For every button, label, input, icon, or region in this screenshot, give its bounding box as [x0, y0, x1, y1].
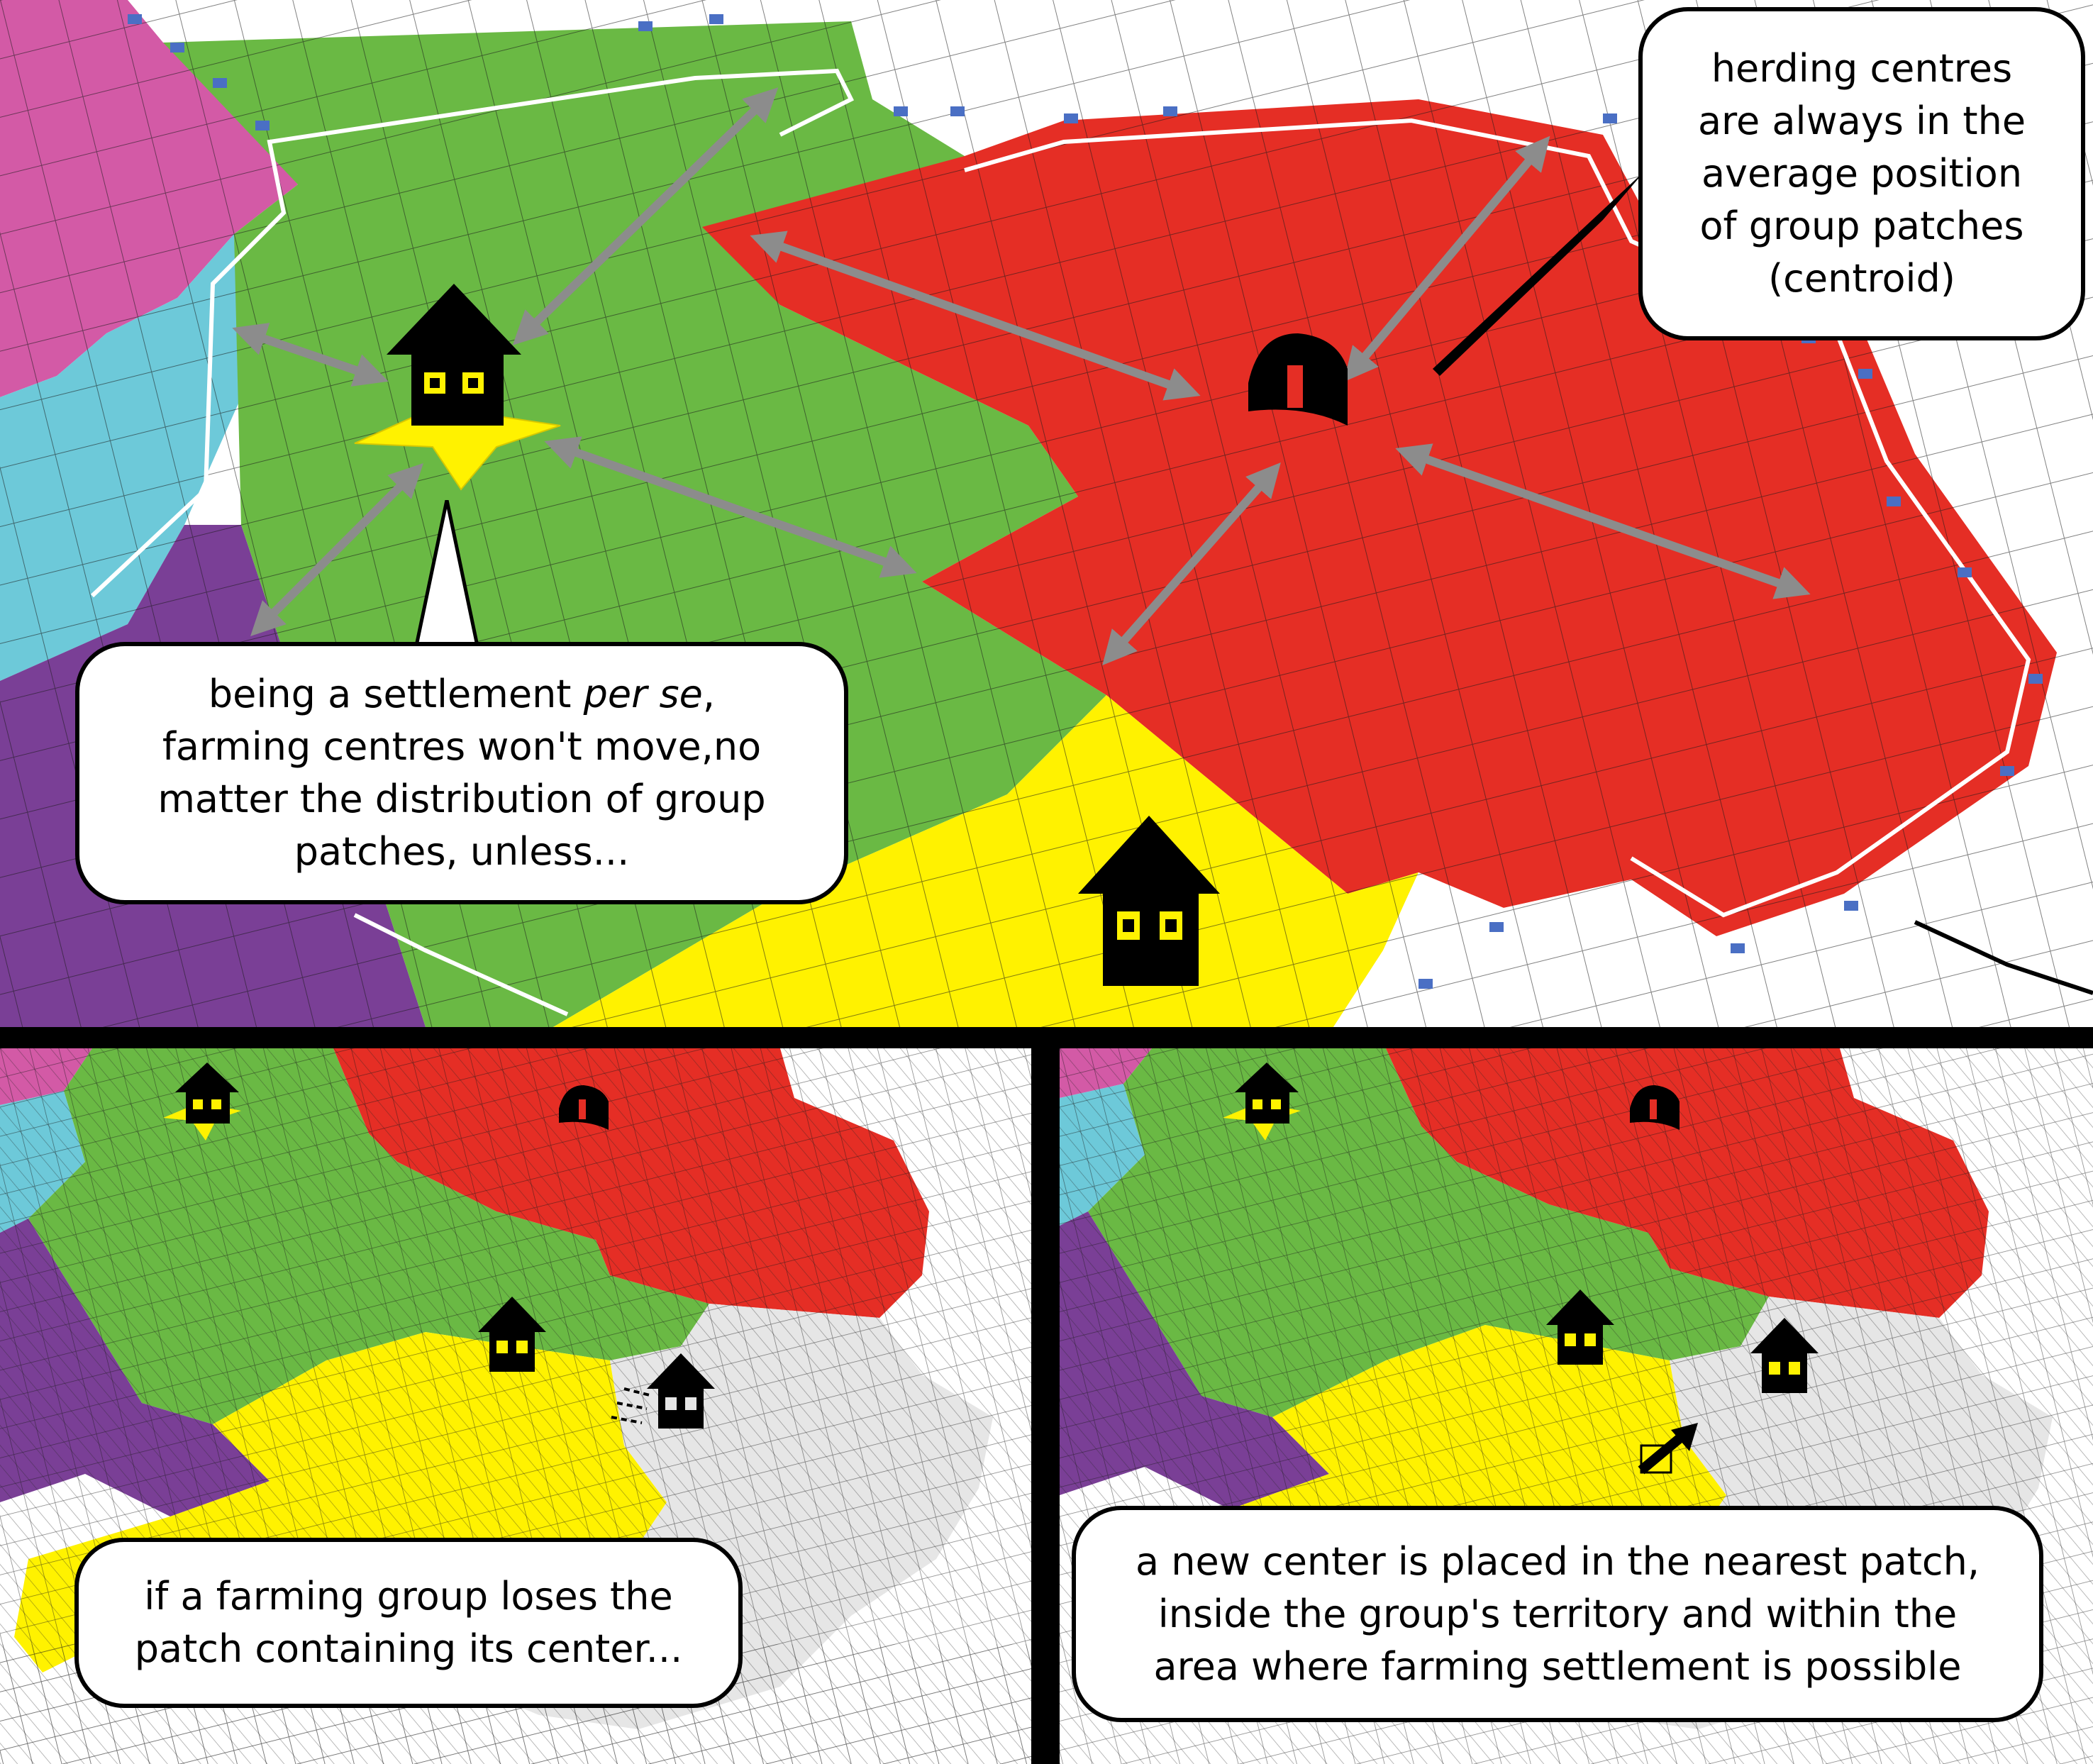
herding-callout-text: herding centres are always in the averag… [1697, 46, 2026, 301]
top-panel: herding centres are always in the averag… [0, 0, 2093, 1027]
farming-callout-text-part2: , farming centres won't move,no matter t… [157, 672, 766, 874]
herding-callout: herding centres are always in the averag… [1638, 7, 2085, 340]
house-icon [1546, 1289, 1614, 1365]
new-centre-callout-text: a new center is placed in the nearest pa… [1135, 1538, 1980, 1689]
lose-patch-callout-text: if a farming group loses the patch conta… [134, 1574, 683, 1671]
double-arrow-icon [544, 436, 917, 578]
star-icon [354, 367, 561, 491]
green-lower-boundary [353, 913, 569, 1016]
vertical-divider [1031, 1048, 1060, 1764]
farming-callout: being a settlement per se, farming centr… [75, 642, 848, 904]
double-arrow-icon [250, 463, 423, 636]
herding-callout-tail [1433, 170, 1645, 376]
double-arrow-icon [232, 323, 389, 387]
farming-callout-text-part1: being a settlement [208, 672, 584, 716]
tent-icon [1630, 1085, 1680, 1130]
up-arrow-icon [1638, 1423, 1698, 1475]
herding-distance-arrows [750, 135, 1811, 666]
double-arrow-icon [1395, 443, 1811, 599]
tent-icon [1248, 333, 1348, 426]
horizontal-divider [0, 1027, 2093, 1048]
double-arrow-icon [750, 231, 1201, 401]
farming-callout-tail [415, 500, 479, 655]
house-icon [1750, 1318, 1819, 1393]
farming-callout-italic: per se [583, 672, 703, 716]
house-icon [1078, 816, 1220, 986]
double-arrow-icon [512, 87, 779, 345]
bottom-right-panel: a new center is placed in the nearest pa… [1060, 1048, 2093, 1764]
double-arrow-icon [1102, 462, 1281, 666]
double-arrow-icon [1343, 135, 1550, 382]
house-icon [175, 1063, 239, 1124]
farming-callout-text: being a settlement per se, farming centr… [157, 668, 765, 878]
green-inner-boundary [90, 68, 855, 598]
map-edge-line [1914, 920, 2093, 995]
house-icon [647, 1353, 715, 1429]
house-icon [387, 284, 521, 426]
relocation-hint-arrows [611, 1387, 653, 1424]
red-inner-boundary [964, 118, 2031, 918]
lose-patch-callout: if a farming group loses the patch conta… [74, 1538, 743, 1708]
tent-icon [559, 1085, 609, 1130]
house-icon [478, 1297, 546, 1372]
house-icon [1235, 1063, 1299, 1124]
new-centre-callout: a new center is placed in the nearest pa… [1072, 1506, 2043, 1722]
bottom-left-panel: if a farming group loses the patch conta… [0, 1048, 1031, 1764]
farming-distance-arrows [232, 87, 917, 636]
